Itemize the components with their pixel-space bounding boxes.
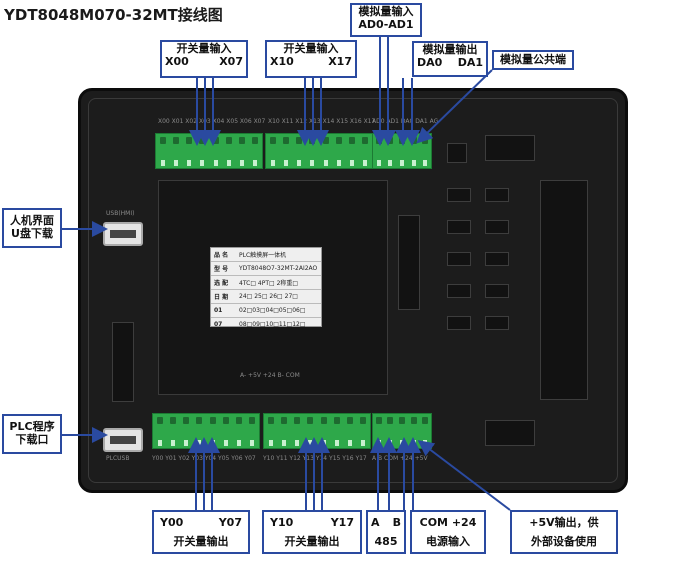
callout-five-volt-output: +5V输出，供 外部设备使用 bbox=[510, 510, 618, 554]
slot-grid-5 bbox=[447, 252, 471, 266]
slot-grid-1 bbox=[447, 188, 471, 202]
terminal-y00-y07 bbox=[152, 413, 260, 449]
callout-power-input: COM +24 电源输入 bbox=[410, 510, 486, 554]
slot-vertical-left bbox=[112, 322, 134, 402]
slot-grid-6 bbox=[485, 252, 509, 266]
callout-hmi-usb: 人机界面 U盘下载 bbox=[2, 208, 62, 248]
slot-vertical-right bbox=[540, 180, 588, 400]
slot-grid-10 bbox=[485, 316, 509, 330]
callout-plc-program: PLC程序 下载口 bbox=[2, 414, 62, 454]
power-label: A B COM +24 +5V bbox=[372, 455, 428, 462]
callout-analog-common: 模拟量公共端 bbox=[492, 50, 574, 70]
slot-grid-8 bbox=[485, 284, 509, 298]
page-title: YDT8048M070-32MT接线图 bbox=[4, 6, 223, 24]
usb-hmi-label: USB(HMI) bbox=[106, 210, 135, 217]
slot-grid-2 bbox=[485, 188, 509, 202]
callout-analog-input: 模拟量输入 AD0-AD1 bbox=[350, 3, 422, 37]
slot-top-right-2 bbox=[447, 143, 467, 163]
slot-top-right-1 bbox=[485, 135, 535, 161]
slot-bottom-right bbox=[485, 420, 535, 446]
cover-text: A- +5V +24 B- COM bbox=[240, 372, 300, 379]
slot-grid-7 bbox=[447, 284, 471, 298]
slot-grid-4 bbox=[485, 220, 509, 234]
slot-vertical-mid bbox=[398, 215, 420, 310]
plc-device-frame bbox=[88, 98, 618, 483]
slot-grid-3 bbox=[447, 220, 471, 234]
usb-plc-label: PLCUSB bbox=[106, 455, 130, 462]
usb-plc-port bbox=[103, 428, 143, 452]
analog-label: AD0 AD1 DA0 DA1 AG bbox=[372, 118, 439, 125]
slot-grid-9 bbox=[447, 316, 471, 330]
input-label-left: X00 X01 X02 X03 X04 X05 X06 X07 bbox=[158, 118, 266, 125]
